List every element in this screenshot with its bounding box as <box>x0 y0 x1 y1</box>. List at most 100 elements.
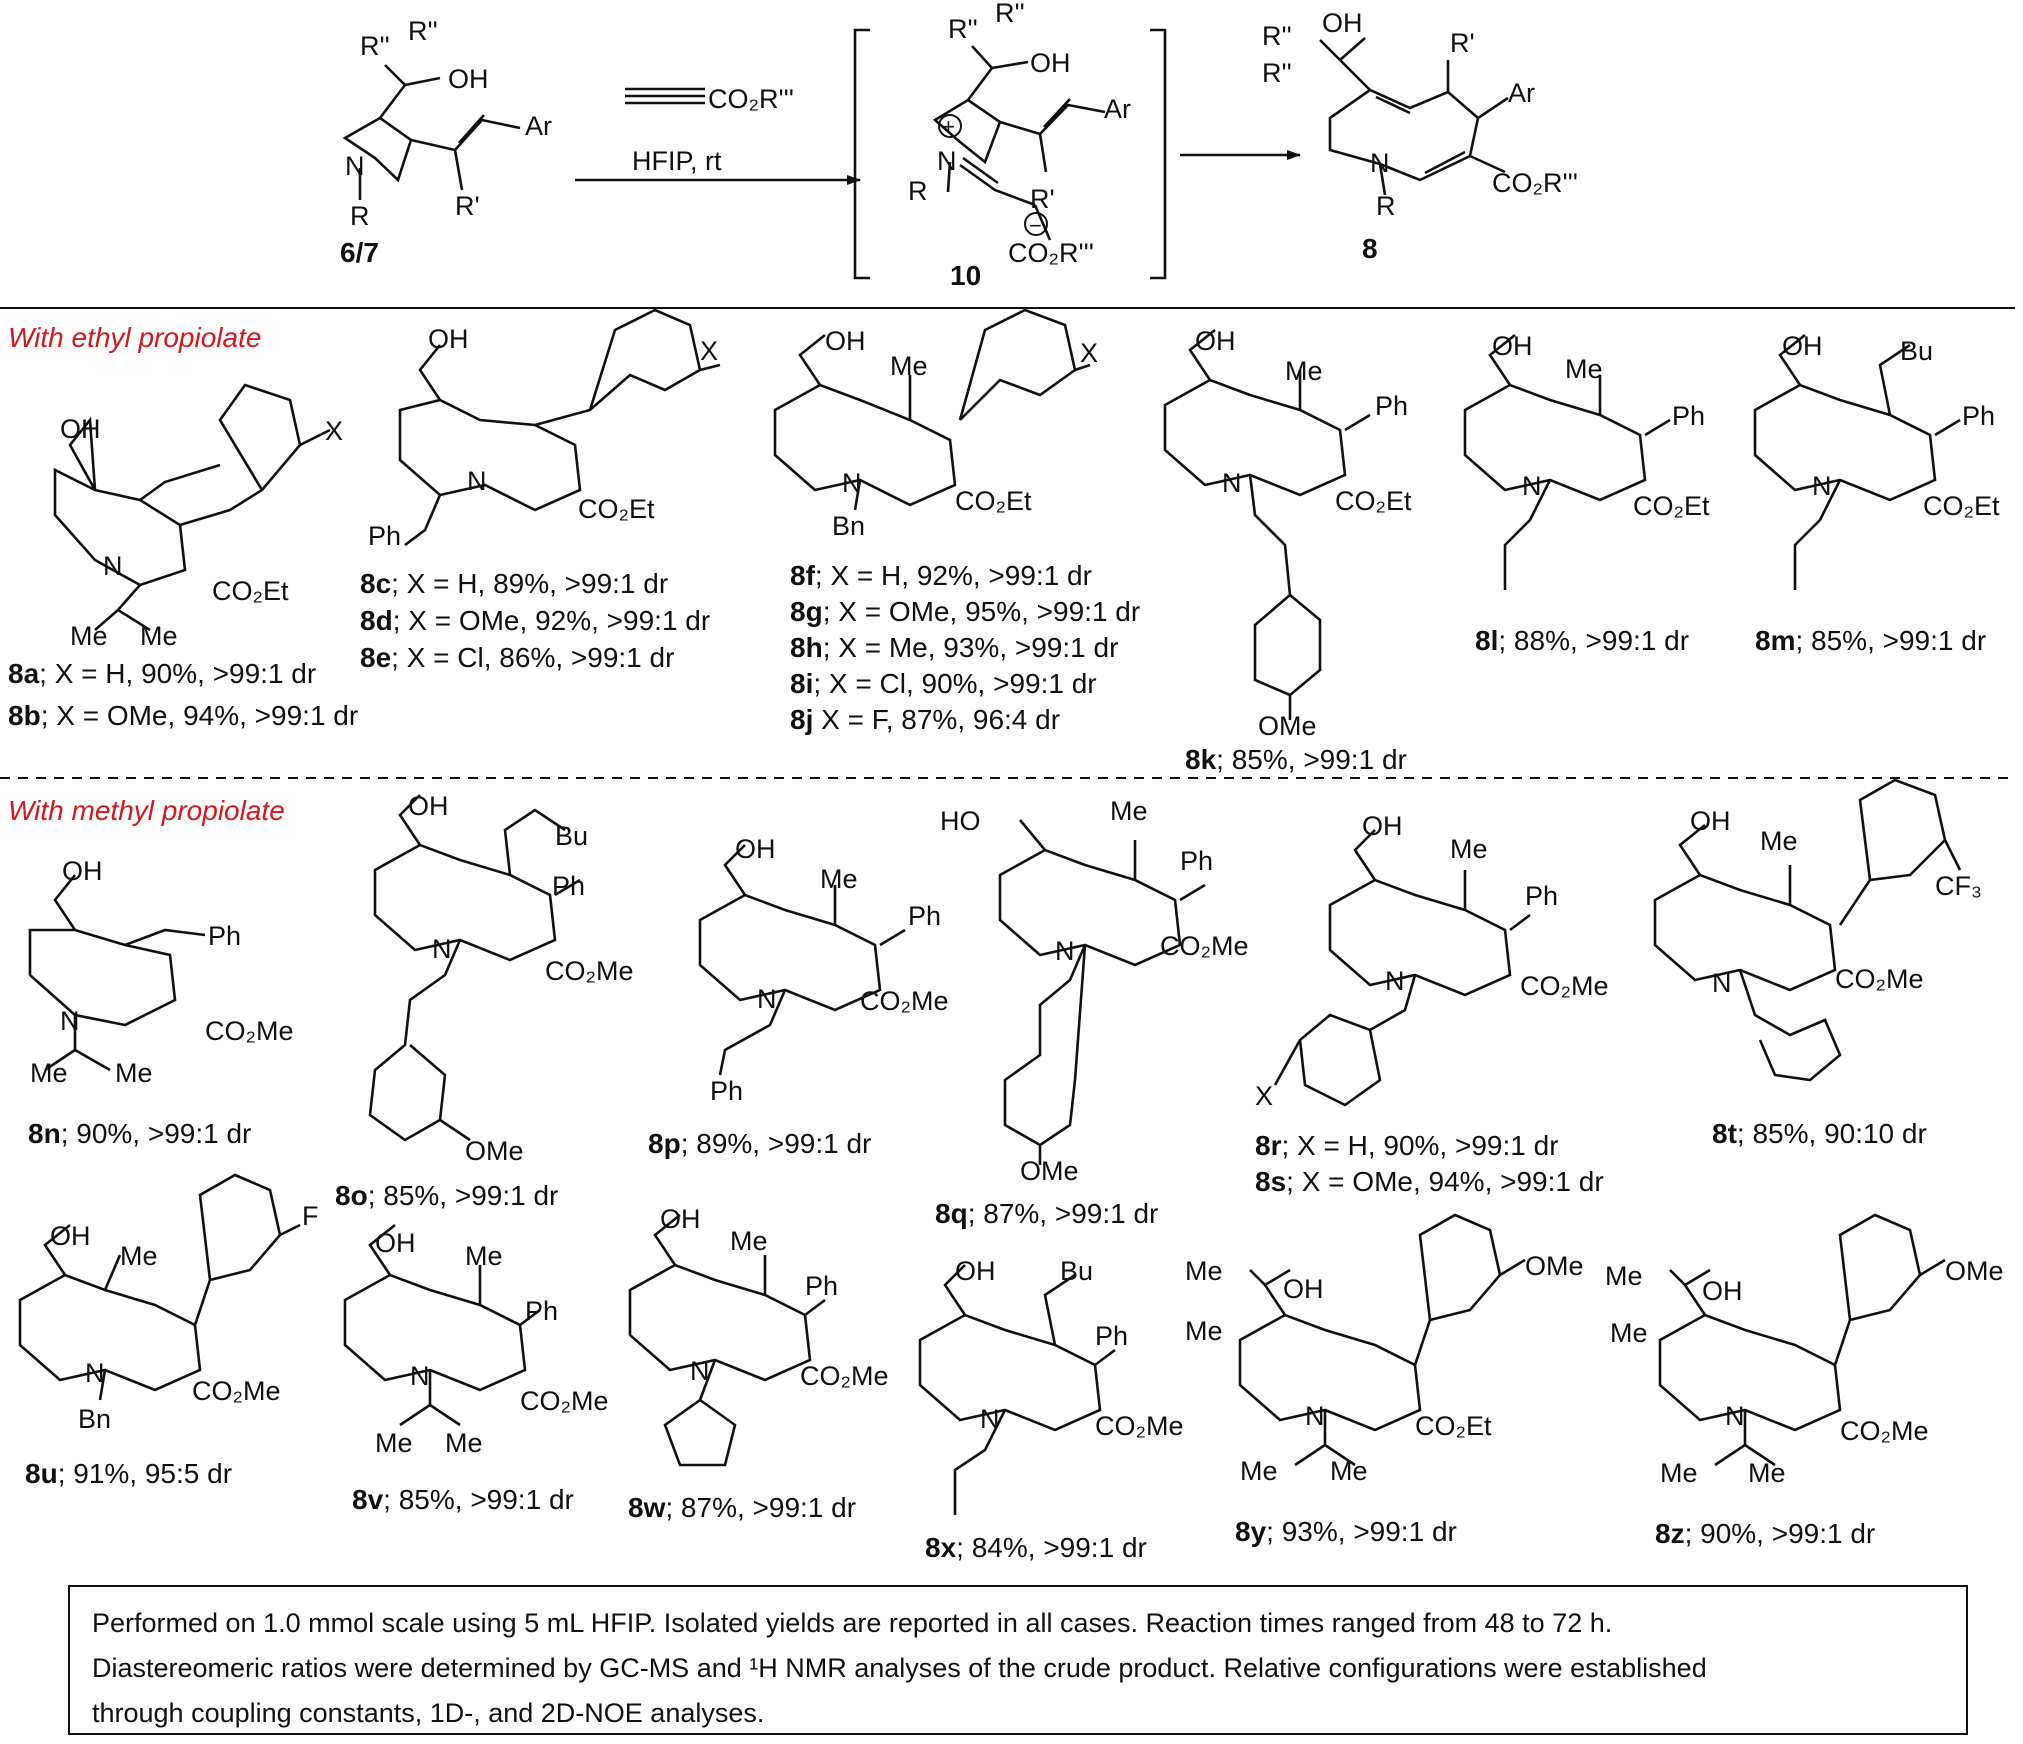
svg-text:+: + <box>942 114 955 139</box>
svg-text:Me: Me <box>465 1241 503 1271</box>
product-atom-labels: R'' OH R'' R' Ar N R CO₂R''' <box>1262 8 1578 221</box>
entry-8t: 8t; 85%, 90:10 dr <box>1712 1118 1927 1149</box>
svg-text:Ph: Ph <box>1180 846 1213 876</box>
structure-8l <box>1463 333 1671 590</box>
atoms-8r: OH Me Ph N CO₂Me X <box>1255 811 1609 1111</box>
entry-8q: 8q; 87%, >99:1 dr <box>935 1198 1159 1229</box>
intermediate-10 <box>853 28 1167 280</box>
svg-text:N: N <box>937 146 957 176</box>
svg-text:X: X <box>325 416 343 446</box>
svg-text:Me: Me <box>730 1226 768 1256</box>
svg-text:Me: Me <box>1660 1458 1698 1488</box>
svg-text:N: N <box>1055 936 1075 966</box>
atoms-8u: OH Me F N CO₂Me Bn <box>50 1201 319 1434</box>
svg-text:CO₂Me: CO₂Me <box>1520 971 1609 1001</box>
structure-8c <box>398 308 721 547</box>
svg-text:N: N <box>842 468 862 498</box>
entry-8k: 8k; 85%, >99:1 dr <box>1185 744 1407 775</box>
svg-text:OH: OH <box>428 324 469 354</box>
entry-8r: 8r; X = H, 90%, >99:1 dr <box>1255 1130 1559 1161</box>
svg-text:N: N <box>467 466 487 496</box>
structure-8p <box>698 844 906 1076</box>
atoms-8y: Me OH Me OMe N CO₂Et Me Me <box>1185 1251 1584 1486</box>
svg-text:CO₂Et: CO₂Et <box>1335 486 1412 516</box>
section-title-ethyl: With ethyl propiolate <box>8 322 262 353</box>
svg-text:OH: OH <box>1195 326 1236 356</box>
atoms-8l: OH Me Ph N CO₂Et <box>1492 331 1710 521</box>
svg-text:OH: OH <box>1362 811 1403 841</box>
atoms-8w: OH Me Ph N CO₂Me <box>660 1204 889 1391</box>
svg-text:OH: OH <box>1283 1274 1324 1304</box>
svg-text:Ph: Ph <box>1375 391 1408 421</box>
svg-text:CO₂R''': CO₂R''' <box>1492 168 1578 198</box>
svg-text:R'': R'' <box>360 31 390 61</box>
svg-text:CF₃: CF₃ <box>1935 871 1982 901</box>
svg-text:Me: Me <box>1565 354 1603 384</box>
entry-8x: 8x; 84%, >99:1 dr <box>925 1532 1147 1563</box>
structure-8k <box>1163 328 1371 720</box>
svg-text:N: N <box>1522 471 1542 501</box>
svg-text:Me: Me <box>1330 1456 1368 1486</box>
svg-text:−: − <box>1029 213 1042 238</box>
svg-text:OMe: OMe <box>1258 711 1317 741</box>
start-label: 6/7 <box>340 237 379 268</box>
atoms-8z: Me OH Me OMe N CO₂Me Me Me <box>1605 1256 2004 1488</box>
svg-text:CO₂Et: CO₂Et <box>1923 491 2000 521</box>
structure-8x <box>918 1264 1116 1515</box>
svg-text:CO₂Me: CO₂Me <box>520 1386 609 1416</box>
svg-text:OH: OH <box>1492 331 1533 361</box>
svg-text:HO: HO <box>940 806 981 836</box>
starting-material-6-7 <box>342 64 521 200</box>
svg-text:Me: Me <box>1110 796 1148 826</box>
svg-text:OH: OH <box>62 856 103 886</box>
structure-8a <box>53 383 331 632</box>
entry-8b: 8b; X = OMe, 94%, >99:1 dr <box>8 700 359 731</box>
svg-text:N: N <box>1370 148 1390 178</box>
structure-8w <box>628 1213 826 1467</box>
svg-text:R: R <box>1376 191 1396 221</box>
svg-text:R'': R'' <box>995 0 1025 28</box>
svg-text:Me: Me <box>1610 1318 1648 1348</box>
entry-8z: 8z; 90%, >99:1 dr <box>1655 1518 1876 1549</box>
entry-8j: 8j X = F, 87%, 96:4 dr <box>790 704 1061 735</box>
svg-text:Ph: Ph <box>805 1271 838 1301</box>
svg-text:OH: OH <box>408 791 449 821</box>
svg-text:OH: OH <box>50 1221 91 1251</box>
svg-text:OMe: OMe <box>1020 1156 1079 1186</box>
entry-8a: 8a; X = H, 90%, >99:1 dr <box>8 658 317 689</box>
svg-text:OH: OH <box>1702 1276 1743 1306</box>
svg-text:N: N <box>1712 968 1732 998</box>
svg-text:Ar: Ar <box>1104 94 1131 124</box>
svg-text:CO₂Me: CO₂Me <box>1095 1411 1184 1441</box>
svg-text:OMe: OMe <box>465 1136 524 1166</box>
svg-text:OMe: OMe <box>1945 1256 2004 1286</box>
svg-text:R'': R'' <box>948 14 978 44</box>
svg-text:Me: Me <box>1450 834 1488 864</box>
svg-text:Me: Me <box>1240 1456 1278 1486</box>
svg-text:Ph: Ph <box>368 521 401 551</box>
svg-text:CO₂Me: CO₂Me <box>800 1361 889 1391</box>
structure-8o <box>368 794 581 1142</box>
structure-8y <box>1238 1213 1526 1467</box>
svg-text:OH: OH <box>1322 8 1363 38</box>
svg-text:CO₂Me: CO₂Me <box>1160 931 1249 961</box>
svg-text:N: N <box>1812 471 1832 501</box>
svg-text:OMe: OMe <box>1525 1251 1584 1281</box>
svg-text:OH: OH <box>955 1256 996 1286</box>
conditions-line-3: through coupling constants, 1D-, and 2D-… <box>92 1698 765 1728</box>
svg-text:X: X <box>1255 1081 1273 1111</box>
svg-text:CO₂Me: CO₂Me <box>1835 964 1924 994</box>
svg-text:OH: OH <box>660 1204 701 1234</box>
svg-text:OH: OH <box>735 834 776 864</box>
svg-text:Me: Me <box>890 351 928 381</box>
entry-8d: 8d; X = OMe, 92%, >99:1 dr <box>360 605 711 636</box>
atoms-8q: HO Me Ph N CO₂Me OMe <box>940 796 1249 1186</box>
structure-8v <box>343 1223 541 1427</box>
svg-text:R'': R'' <box>1262 21 1292 51</box>
svg-text:CO₂Et: CO₂Et <box>1415 1411 1492 1441</box>
svg-text:Ph: Ph <box>208 921 241 951</box>
product-label: 8 <box>1362 233 1378 264</box>
entry-8v: 8v; 85%, >99:1 dr <box>352 1484 574 1515</box>
svg-text:CO₂Me: CO₂Me <box>860 986 949 1016</box>
atoms-8m: OH Bu Ph N CO₂Et <box>1782 331 2000 521</box>
